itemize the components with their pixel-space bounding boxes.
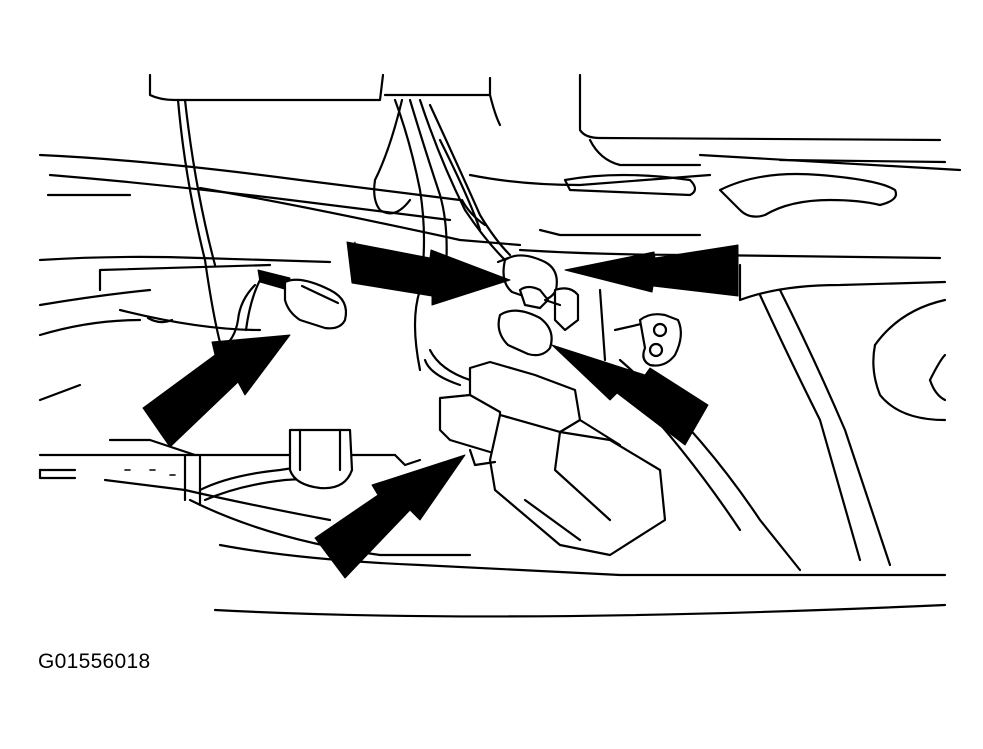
arrow-2 [346, 241, 511, 306]
body-contours [38, 153, 942, 402]
arrow-4 [551, 344, 709, 446]
callout-arrows [142, 241, 739, 579]
right-structure [598, 263, 947, 572]
arrow-5 [314, 454, 466, 579]
connector-left [257, 269, 348, 330]
connector-block [438, 360, 667, 557]
connector-lower [288, 428, 354, 490]
figure-id-label: G01556018 [38, 650, 151, 673]
arrow-3 [564, 244, 739, 297]
arrow-6 [349, 241, 361, 283]
upper-panel [148, 73, 962, 172]
arrow-1 [142, 334, 291, 448]
connector-pair [496, 254, 580, 357]
